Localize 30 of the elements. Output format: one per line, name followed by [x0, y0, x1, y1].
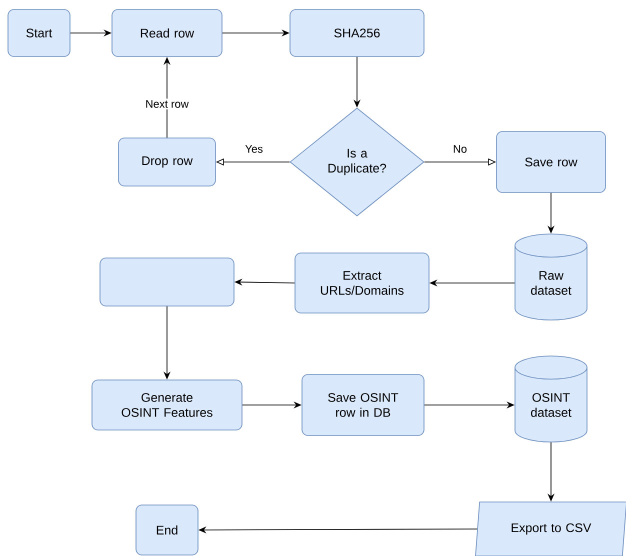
node-label: Save row: [525, 158, 578, 166]
process-box: [290, 9, 424, 57]
edge-label: Next row: [144, 98, 190, 110]
edge-label: No: [451, 144, 469, 154]
node-label: OSINT dataset: [531, 393, 572, 417]
process-box: [294, 252, 430, 314]
edge-label: Yes: [244, 144, 264, 154]
end-box: [136, 504, 198, 556]
node-label: Drop row: [142, 156, 193, 168]
node-label: Extract URLs/Domains: [320, 271, 404, 295]
database-cylinder: [514, 356, 588, 442]
database-cylinder: [514, 234, 588, 320]
node-label: Raw dataset: [531, 271, 572, 295]
node-label: Generate OSINT Features: [122, 393, 212, 417]
process-box: [496, 131, 606, 193]
process-box: [92, 380, 242, 430]
start-box: [8, 9, 70, 57]
process-box: [100, 258, 234, 306]
node-label: Export to CSV: [512, 523, 592, 535]
process-box: [118, 138, 216, 186]
node-label: Save OSINT row in DB: [328, 393, 398, 417]
process-box: [112, 9, 222, 57]
node-label: Start: [26, 28, 52, 38]
node-label: Is a Duplicate?: [328, 148, 386, 176]
node-label: End: [156, 525, 178, 535]
process-box: [302, 374, 424, 436]
data-parallelogram: [475, 502, 626, 556]
decision-diamond: [290, 108, 424, 216]
node-label: Read row: [140, 28, 194, 38]
node-label: SHA256: [334, 28, 380, 38]
